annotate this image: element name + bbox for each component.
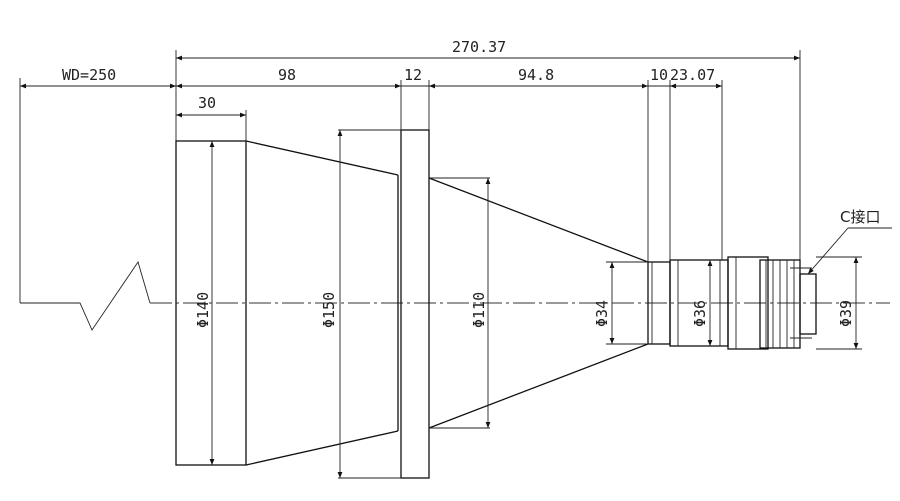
working-distance-break-line bbox=[20, 260, 151, 331]
front-segment-label: 30 bbox=[198, 94, 216, 112]
flange-width-label: 12 bbox=[404, 66, 422, 84]
cone-base-diameter-label: Φ110 bbox=[470, 292, 488, 328]
extension-lines bbox=[175, 50, 801, 262]
working-distance-label: WD=250 bbox=[62, 66, 116, 84]
horizontal-dimensions: 270.37 WD=250 98 12 94.8 10 23.07 30 bbox=[20, 38, 800, 118]
c-mount-body bbox=[727, 256, 769, 350]
tube-diameter-label: Φ34 bbox=[593, 300, 611, 327]
lens-body bbox=[175, 129, 817, 479]
diameter-dimensions: Φ140 Φ150 Φ110 Φ34 Φ36 Φ39 bbox=[194, 129, 862, 479]
step-2-label: 23.07 bbox=[670, 66, 715, 84]
front-length-label: 98 bbox=[278, 66, 296, 84]
front-diameter-label: Φ140 bbox=[194, 292, 212, 328]
cone-length-label: 94.8 bbox=[518, 66, 554, 84]
barrel-diameter-label: Φ36 bbox=[691, 300, 709, 327]
flange-diameter-label: Φ150 bbox=[320, 292, 338, 328]
flange bbox=[400, 129, 430, 479]
overall-length-label: 270.37 bbox=[452, 38, 506, 56]
step-1-label: 10 bbox=[650, 66, 668, 84]
c-mount-callout: C接口 bbox=[807, 208, 892, 275]
mount-diameter-label: Φ39 bbox=[837, 300, 855, 327]
c-mount-label: C接口 bbox=[840, 208, 880, 226]
